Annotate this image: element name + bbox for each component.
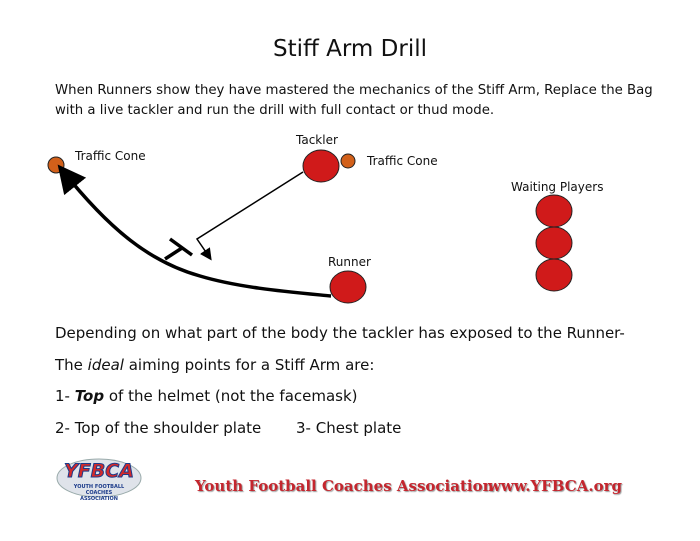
body-line-1: Depending on what part of the body the t… — [55, 324, 625, 342]
waiting-players-label: Waiting Players — [511, 180, 604, 194]
stiff-arm-stem — [164, 246, 183, 261]
runner-path-arrow — [57, 164, 332, 298]
text: of the helmet (not the facemask) — [104, 387, 358, 405]
waiting-player — [535, 194, 573, 228]
traffic-cone-right — [340, 153, 356, 169]
text: 1- — [55, 387, 75, 405]
text: The — [55, 356, 88, 374]
org-name: Youth Football Coaches Association — [195, 477, 494, 495]
tackler-label: Tackler — [296, 133, 338, 147]
page-title: Stiff Arm Drill — [272, 36, 427, 62]
text: aiming points for a Stiff Arm are: — [123, 356, 375, 374]
emphasis-top: Top — [74, 387, 105, 405]
runner-label: Runner — [328, 255, 371, 269]
intro-line-2: with a live tackler and run the drill wi… — [55, 103, 495, 118]
org-url: www.YFBCA.org — [488, 477, 622, 495]
traffic-cone-right-label: Traffic Cone — [367, 154, 438, 168]
tackler-player — [302, 149, 340, 183]
waiting-player — [535, 258, 573, 292]
body-line-4a: 2- Top of the shoulder plate — [55, 419, 262, 437]
runner-player — [329, 270, 367, 304]
traffic-cone-left-label: Traffic Cone — [75, 149, 146, 163]
body-line-4b: 3- Chest plate — [296, 419, 402, 437]
logo-text: YFBCA — [64, 460, 135, 483]
body-line-3: 1- Top of the helmet (not the facemask) — [55, 387, 358, 405]
waiting-player — [535, 226, 573, 260]
intro-line-1: When Runners show they have mastered the… — [55, 83, 653, 98]
emphasis-ideal: ideal — [87, 356, 124, 374]
logo-subtext: YOUTH FOOTBALL COACHES ASSOCIATION — [73, 484, 125, 502]
tackler-path-arrow — [195, 171, 304, 261]
body-line-2: The ideal aiming points for a Stiff Arm … — [55, 356, 374, 374]
stiff-arm-bar — [168, 237, 194, 257]
yfbca-logo: YFBCA YOUTH FOOTBALL COACHES ASSOCIATION — [56, 458, 142, 502]
